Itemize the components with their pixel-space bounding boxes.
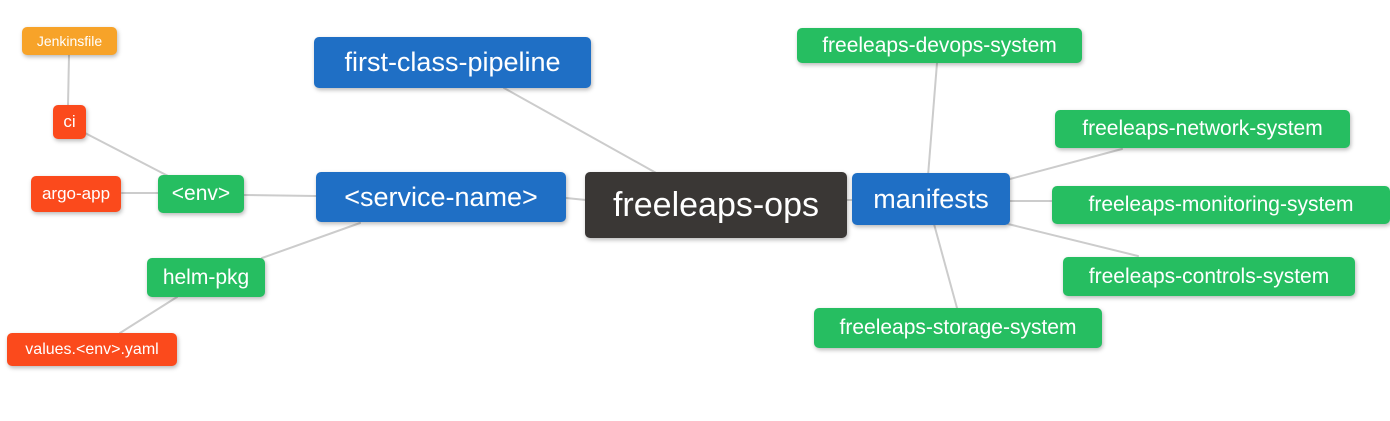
node-argo-app[interactable]: argo-app — [31, 176, 121, 212]
edge-service-name-env — [243, 194, 317, 197]
node-freeleaps-storage-system[interactable]: freeleaps-storage-system — [814, 308, 1102, 348]
edge-root-first-class-pipeline — [503, 87, 659, 175]
node-ci[interactable]: ci — [53, 105, 86, 139]
edge-root-service-name — [565, 197, 587, 201]
node-env[interactable]: <env> — [158, 175, 244, 213]
edge-ci-jenkinsfile — [67, 54, 70, 107]
node-freeleaps-network-system[interactable]: freeleaps-network-system — [1055, 110, 1350, 148]
edge-manifests-controls-system — [1007, 223, 1139, 257]
edge-helm-pkg-values — [119, 296, 178, 334]
node-first-class-pipeline[interactable]: first-class-pipeline — [314, 37, 591, 88]
node-freeleaps-ops[interactable]: freeleaps-ops — [585, 172, 847, 238]
node-helm-pkg[interactable]: helm-pkg — [147, 258, 265, 297]
node-service-name[interactable]: <service-name> — [316, 172, 566, 222]
node-manifests[interactable]: manifests — [852, 173, 1010, 225]
edge-manifests-devops-system — [927, 62, 938, 177]
edge-manifests-network-system — [1009, 148, 1123, 180]
node-jenkinsfile[interactable]: Jenkinsfile — [22, 27, 117, 55]
node-values-env-yaml[interactable]: values.<env>.yaml — [7, 333, 177, 366]
edge-env-ci — [84, 132, 171, 178]
edge-manifests-storage-system — [933, 223, 958, 309]
node-freeleaps-devops-system[interactable]: freeleaps-devops-system — [797, 28, 1082, 63]
edge-service-name-helm-pkg — [261, 222, 361, 259]
node-freeleaps-controls-system[interactable]: freeleaps-controls-system — [1063, 257, 1355, 296]
node-freeleaps-monitoring-system[interactable]: freeleaps-monitoring-system — [1052, 186, 1390, 224]
